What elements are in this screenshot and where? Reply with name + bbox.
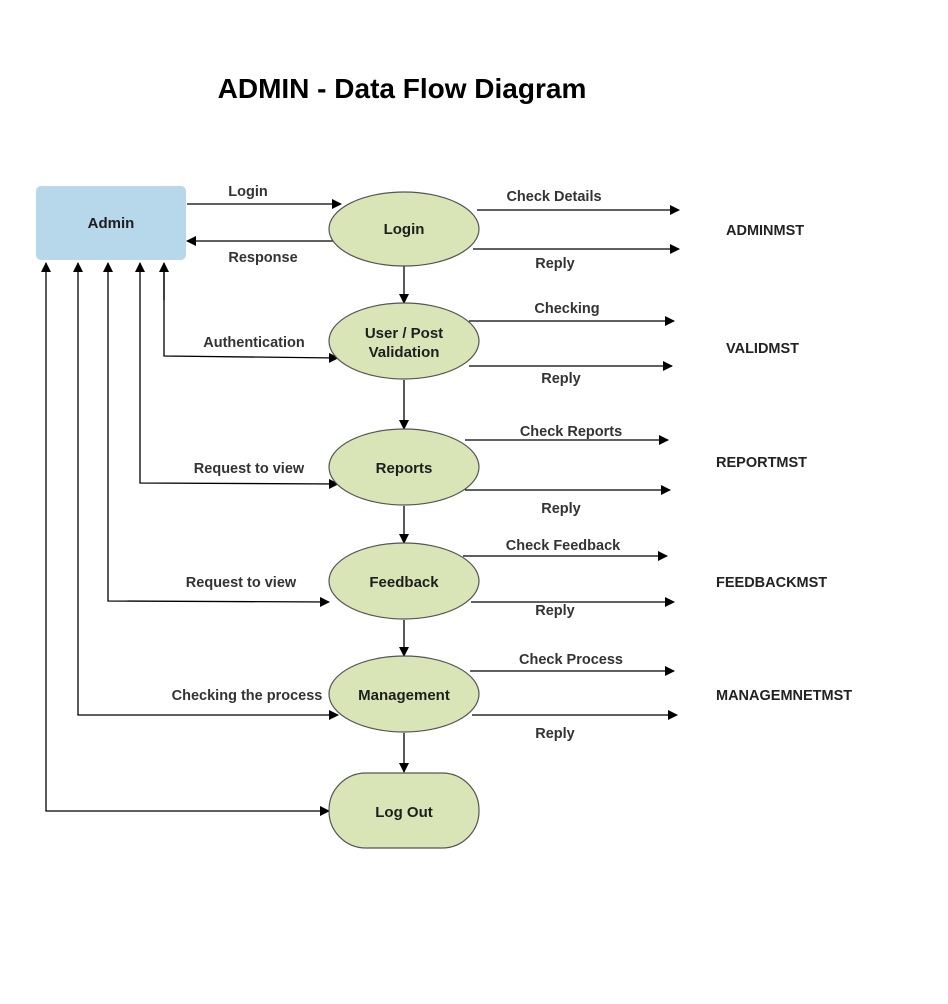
feedback-request-label: Request to view [186,575,297,591]
process-feedback-label: Feedback [369,574,439,591]
store-out-label-managemnetmst: Check Process [519,652,623,668]
process-reports-label: Reports [376,460,433,477]
process-feedback[interactable] [328,542,480,620]
feedback-request-loop [107,300,330,607]
store-in-label-validmst: Reply [541,371,581,387]
store-in-label-reportmst: Reply [541,501,581,517]
admin-entity-label: Admin [88,215,135,232]
store-out-label-validmst: Checking [534,301,599,317]
process-logout-label: Log Out [375,804,432,821]
store-out-label-reportmst: Check Reports [520,424,622,440]
data-store-managemnetmst: MANAGEMNETMST [716,688,852,704]
logout-loop [45,300,330,816]
store-in-label-feedbackmst: Reply [535,603,575,619]
store-out-label-adminmst: Check Details [506,189,601,205]
login-flow-label: Login [228,184,267,200]
reports-request-loop [139,300,339,489]
process-login-label: Login [384,221,425,238]
process-logout[interactable] [328,772,480,849]
data-store-adminmst: ADMINMST [726,223,804,239]
process-validation[interactable] [328,302,480,380]
store-in-label-managemnetmst: Reply [535,726,575,742]
data-store-reportmst: REPORTMST [716,455,807,471]
management-check-loop [77,300,339,720]
process-reports[interactable] [328,428,480,506]
process-management[interactable] [328,655,480,733]
management-check-label: Checking the process [172,688,323,704]
process-login[interactable] [328,191,480,267]
reports-request-label: Request to view [194,461,305,477]
process-validation-label: User / Post [365,325,443,342]
process-management-label: Management [358,687,450,704]
authentication-flow-label: Authentication [203,335,305,351]
diagram-title: ADMIN - Data Flow Diagram [218,73,587,104]
store-in-label-adminmst: Reply [535,256,575,272]
store-out-label-feedbackmst: Check Feedback [506,538,621,554]
process-validation-label-line2: Validation [369,344,440,361]
admin-entity[interactable] [36,186,186,260]
data-store-feedbackmst: FEEDBACKMST [716,575,827,591]
data-store-validmst: VALIDMST [726,341,799,357]
response-flow-label: Response [228,250,297,266]
